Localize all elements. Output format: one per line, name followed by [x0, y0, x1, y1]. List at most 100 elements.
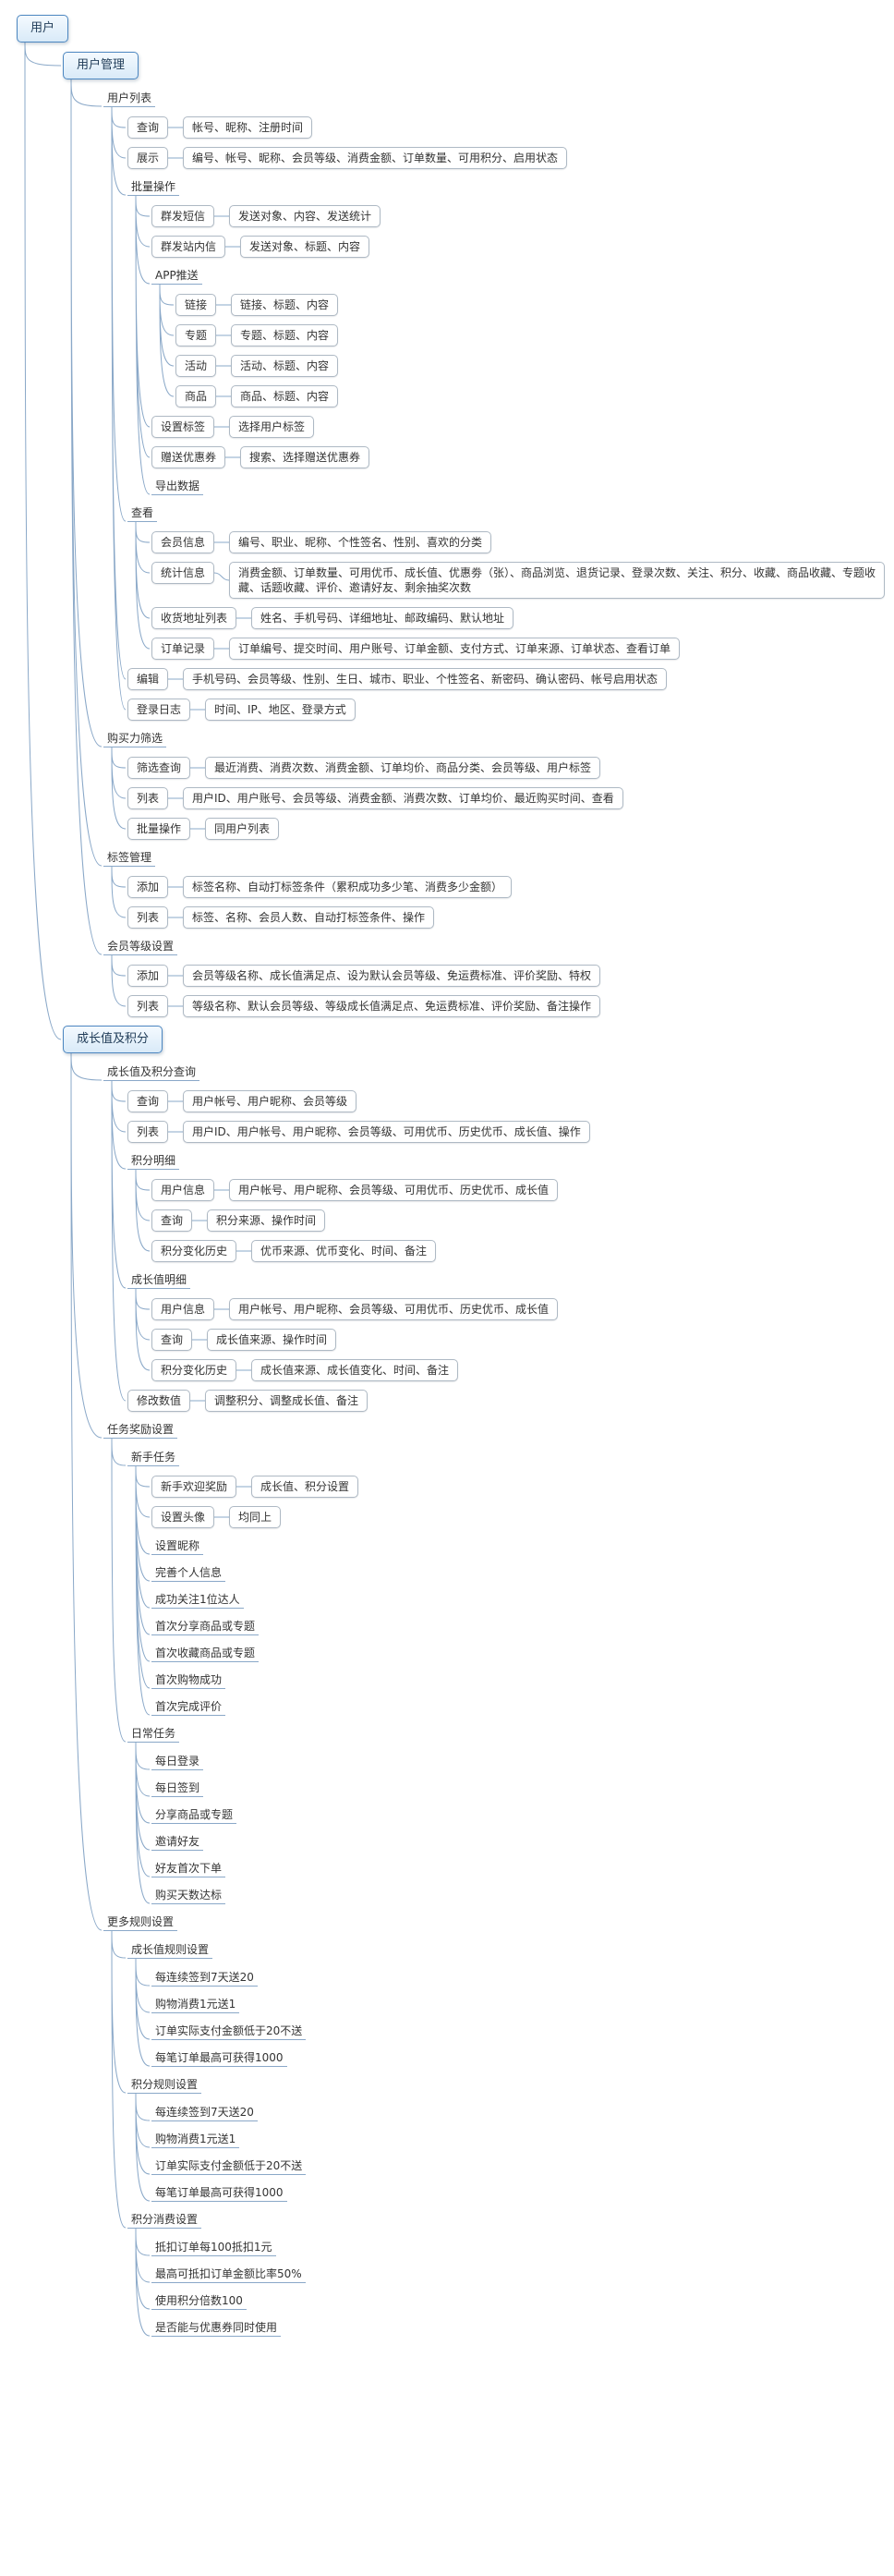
- mindmap-node[interactable]: APP推送: [151, 266, 202, 285]
- mindmap-node[interactable]: 积分规则设置: [127, 2075, 202, 2094]
- mindmap-node[interactable]: 列表: [127, 787, 169, 809]
- mindmap-node[interactable]: 购物消费1元送1: [151, 2130, 240, 2148]
- mindmap-node[interactable]: 完善个人信息: [151, 1563, 226, 1582]
- mindmap-node[interactable]: 筛选查询: [127, 757, 191, 779]
- mindmap-node[interactable]: 新手欢迎奖励: [151, 1476, 237, 1498]
- mindmap-node[interactable]: 首次分享商品或专题: [151, 1617, 260, 1635]
- mindmap-node[interactable]: 批量操作: [127, 177, 180, 196]
- mindmap-node[interactable]: 登录日志: [127, 699, 191, 721]
- mindmap-node[interactable]: 查看: [127, 504, 158, 522]
- detail-node[interactable]: 用户帐号、用户昵称、会员等级、可用优币、历史优币、成长值: [229, 1298, 559, 1320]
- mindmap-node[interactable]: 展示: [127, 147, 169, 169]
- mindmap-node[interactable]: 会员信息: [151, 531, 215, 553]
- mindmap-node[interactable]: 首次购物成功: [151, 1671, 226, 1689]
- detail-node[interactable]: 优币来源、优币变化、时间、备注: [251, 1240, 437, 1262]
- mindmap-node[interactable]: 新手任务: [127, 1448, 180, 1466]
- detail-node[interactable]: 时间、IP、地区、登录方式: [205, 699, 356, 721]
- detail-node[interactable]: 成长值来源、操作时间: [207, 1329, 337, 1351]
- mindmap-node[interactable]: 修改数值: [127, 1390, 191, 1412]
- detail-node[interactable]: 会员等级名称、成长值满足点、设为默认会员等级、免运费标准、评价奖励、特权: [183, 965, 601, 987]
- mindmap-node[interactable]: 用户列表: [103, 89, 156, 107]
- mindmap-node[interactable]: 邀请好友: [151, 1832, 204, 1851]
- mindmap-node[interactable]: 首次完成评价: [151, 1697, 226, 1716]
- detail-node[interactable]: 成长值来源、成长值变化、时间、备注: [251, 1359, 459, 1381]
- detail-node[interactable]: 成长值、积分设置: [251, 1476, 359, 1498]
- topic-node[interactable]: 成长值及积分: [63, 1026, 163, 1053]
- detail-node[interactable]: 搜索、选择赠送优惠券: [240, 446, 370, 468]
- mindmap-node[interactable]: 查询: [151, 1329, 193, 1351]
- detail-node[interactable]: 调整积分、调整成长值、备注: [205, 1390, 368, 1412]
- mindmap-node[interactable]: 列表: [127, 1121, 169, 1143]
- mindmap-node[interactable]: 查询: [127, 116, 169, 139]
- mindmap-node[interactable]: 赠送优惠券: [151, 446, 226, 468]
- mindmap-node[interactable]: 统计信息: [151, 562, 215, 584]
- mindmap-node[interactable]: 用户信息: [151, 1298, 215, 1320]
- mindmap-node[interactable]: 积分变化历史: [151, 1240, 237, 1262]
- mindmap-node[interactable]: 导出数据: [151, 477, 204, 495]
- mindmap-node[interactable]: 设置标签: [151, 416, 215, 438]
- detail-node[interactable]: 订单编号、提交时间、用户账号、订单金额、支付方式、订单来源、订单状态、查看订单: [229, 638, 681, 660]
- detail-node[interactable]: 选择用户标签: [229, 416, 315, 438]
- mindmap-node[interactable]: 查询: [151, 1209, 193, 1232]
- detail-node[interactable]: 用户帐号、用户昵称、会员等级、可用优币、历史优币、成长值: [229, 1179, 559, 1201]
- mindmap-node[interactable]: 设置昵称: [151, 1537, 204, 1555]
- detail-node[interactable]: 编号、帐号、昵称、会员等级、消费金额、订单数量、可用积分、启用状态: [183, 147, 568, 169]
- mindmap-node[interactable]: 积分消费设置: [127, 2210, 202, 2229]
- detail-node[interactable]: 编号、职业、昵称、个性签名、性别、喜欢的分类: [229, 531, 492, 553]
- mindmap-node[interactable]: 抵扣订单每100抵扣1元: [151, 2238, 276, 2256]
- mindmap-node[interactable]: 收货地址列表: [151, 607, 237, 629]
- mindmap-node[interactable]: 用户信息: [151, 1179, 215, 1201]
- mindmap-node[interactable]: 日常任务: [127, 1724, 180, 1743]
- mindmap-node[interactable]: 积分明细: [127, 1151, 180, 1170]
- detail-node[interactable]: 标签名称、自动打标签条件（累积成功多少笔、消费多少金额）: [183, 876, 513, 898]
- mindmap-node[interactable]: 首次收藏商品或专题: [151, 1644, 260, 1662]
- detail-node[interactable]: 标签、名称、会员人数、自动打标签条件、操作: [183, 906, 435, 929]
- mindmap-node[interactable]: 会员等级设置: [103, 937, 178, 955]
- mindmap-node[interactable]: 分享商品或专题: [151, 1805, 237, 1824]
- mindmap-node[interactable]: 订单实际支付金额低于20不送: [151, 2022, 307, 2040]
- mindmap-node[interactable]: 购物消费1元送1: [151, 1995, 240, 2013]
- mindmap-node[interactable]: 最高可抵扣订单金额比率50%: [151, 2265, 306, 2283]
- mindmap-node[interactable]: 成长值及积分查询: [103, 1063, 200, 1081]
- mindmap-node[interactable]: 查询: [127, 1090, 169, 1112]
- detail-node[interactable]: 手机号码、会员等级、性别、生日、城市、职业、个性签名、新密码、确认密码、帐号启用…: [183, 668, 668, 690]
- mindmap-node[interactable]: 专题: [175, 324, 217, 346]
- mindmap-node[interactable]: 编辑: [127, 668, 169, 690]
- detail-node[interactable]: 姓名、手机号码、详细地址、邮政编码、默认地址: [251, 607, 514, 629]
- mindmap-node[interactable]: 订单实际支付金额低于20不送: [151, 2157, 307, 2175]
- topic-node[interactable]: 用户管理: [63, 52, 139, 79]
- detail-node[interactable]: 等级名称、默认会员等级、等级成长值满足点、免运费标准、评价奖励、备注操作: [183, 995, 601, 1017]
- mindmap-node[interactable]: 订单记录: [151, 638, 215, 660]
- mindmap-node[interactable]: 添加: [127, 876, 169, 898]
- mindmap-node[interactable]: 商品: [175, 385, 217, 407]
- mindmap-node[interactable]: 链接: [175, 294, 217, 316]
- detail-node[interactable]: 链接、标题、内容: [231, 294, 339, 316]
- mindmap-node[interactable]: 群发短信: [151, 205, 215, 227]
- detail-node[interactable]: 最近消费、消费次数、消费金额、订单均价、商品分类、会员等级、用户标签: [205, 757, 601, 779]
- topic-node[interactable]: 用户: [17, 15, 69, 43]
- mindmap-node[interactable]: 每日登录: [151, 1752, 204, 1770]
- detail-node[interactable]: 帐号、昵称、注册时间: [183, 116, 313, 139]
- detail-node[interactable]: 专题、标题、内容: [231, 324, 339, 346]
- mindmap-node[interactable]: 添加: [127, 965, 169, 987]
- mindmap-node[interactable]: 群发站内信: [151, 236, 226, 258]
- mindmap-node[interactable]: 每连续签到7天送20: [151, 2103, 258, 2121]
- mindmap-node[interactable]: 更多规则设置: [103, 1913, 178, 1931]
- detail-node[interactable]: 发送对象、内容、发送统计: [229, 205, 381, 227]
- detail-node[interactable]: 均同上: [229, 1506, 282, 1528]
- mindmap-node[interactable]: 使用积分倍数100: [151, 2291, 247, 2310]
- mindmap-node[interactable]: 购买天数达标: [151, 1886, 226, 1904]
- mindmap-node[interactable]: 批量操作: [127, 818, 191, 840]
- mindmap-node[interactable]: 是否能与优惠券同时使用: [151, 2318, 282, 2337]
- mindmap-node[interactable]: 成功关注1位达人: [151, 1590, 244, 1609]
- mindmap-node[interactable]: 列表: [127, 995, 169, 1017]
- mindmap-node[interactable]: 每笔订单最高可获得1000: [151, 2048, 287, 2067]
- mindmap-node[interactable]: 购买力筛选: [103, 729, 167, 747]
- mindmap-node[interactable]: 列表: [127, 906, 169, 929]
- detail-node[interactable]: 用户帐号、用户昵称、会员等级: [183, 1090, 357, 1112]
- mindmap-node[interactable]: 活动: [175, 355, 217, 377]
- mindmap-node[interactable]: 好友首次下单: [151, 1859, 226, 1877]
- detail-node[interactable]: 消费金额、订单数量、可用优币、成长值、优惠劵（张）、商品浏览、退货记录、登录次数…: [229, 562, 886, 599]
- mindmap-node[interactable]: 积分变化历史: [151, 1359, 237, 1381]
- detail-node[interactable]: 用户ID、用户账号、会员等级、消费金额、消费次数、订单均价、最近购买时间、查看: [183, 787, 623, 809]
